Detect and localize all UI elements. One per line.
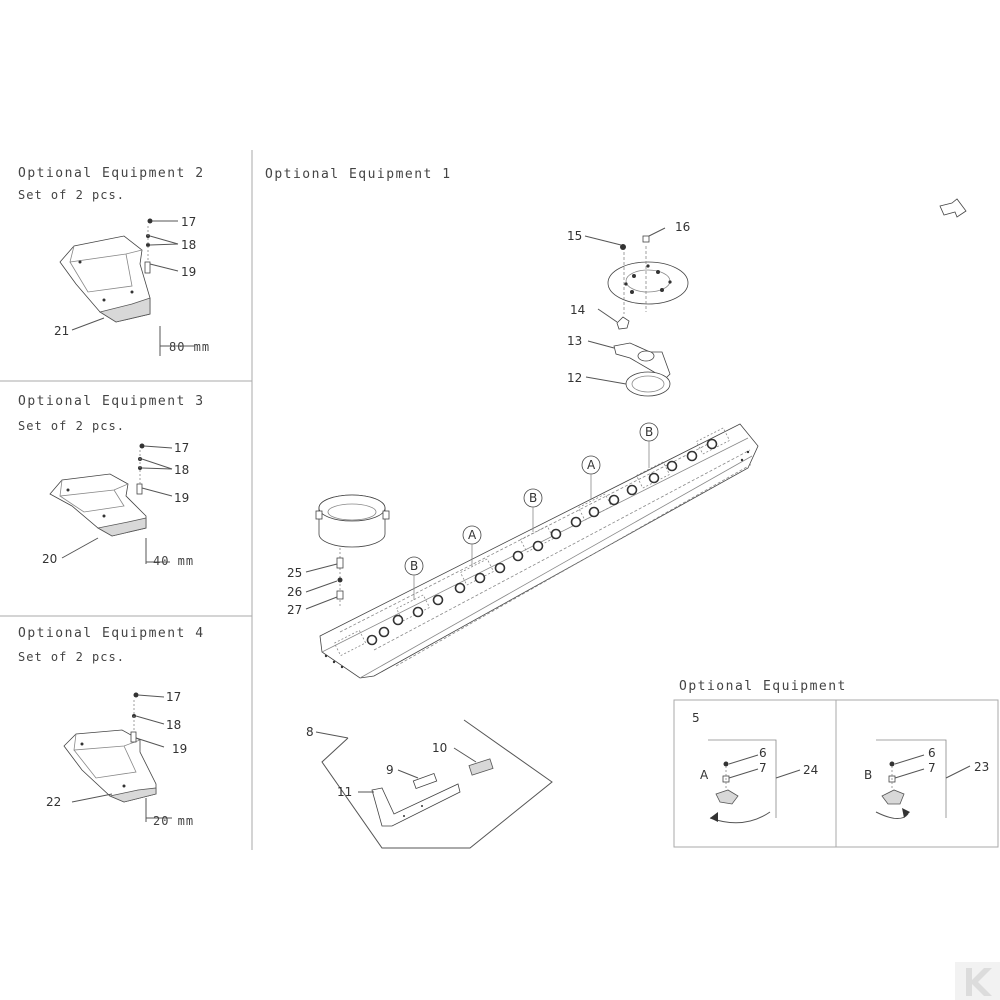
- panel-subtitle: Set of 2 pcs.: [18, 188, 125, 202]
- shoe-80mm: [59, 235, 151, 323]
- marker-a: A: [587, 458, 596, 472]
- callout-23: 23: [974, 760, 989, 774]
- callout-6: 6: [928, 746, 936, 760]
- callout-8: 8: [306, 725, 314, 739]
- fastener-stack: [130, 692, 139, 743]
- callout-9: 9: [386, 763, 394, 777]
- callout-11: 11: [337, 785, 352, 799]
- marker-b: B: [529, 491, 537, 505]
- panel-optional-equipment-2: Optional Equipment 2 Set of 2 pcs. 17 18…: [18, 166, 210, 356]
- panel-number: 5: [692, 711, 700, 725]
- callout-6: 6: [759, 746, 767, 760]
- knife-b-assembly: [875, 739, 971, 819]
- dimension-label: 20 mm: [153, 814, 194, 828]
- callout-22: 22: [46, 795, 61, 809]
- marker-a: A: [468, 528, 477, 542]
- panel-frames: [0, 150, 999, 850]
- marker-b: B: [645, 425, 653, 439]
- callout-24: 24: [803, 763, 818, 777]
- marker-b: B: [864, 768, 872, 782]
- marker-a: A: [700, 768, 709, 782]
- callout-7: 7: [759, 761, 767, 775]
- callout-14: 14: [570, 303, 585, 317]
- dimension-label: 40 mm: [153, 554, 194, 568]
- panel-optional-equipment-1: Optional Equipment 1 15 16: [265, 167, 967, 849]
- drum-leaders: [305, 563, 338, 610]
- callout-17: 17: [181, 215, 196, 229]
- fastener-stack: [136, 443, 145, 495]
- callout-16: 16: [675, 220, 690, 234]
- shoe-40mm: [49, 473, 147, 537]
- leader-lines: [61, 445, 173, 564]
- panel-title: Optional Equipment 4: [18, 626, 205, 641]
- panel-title: Optional Equipment: [679, 679, 847, 694]
- callout-19: 19: [172, 742, 187, 756]
- callout-25: 25: [287, 566, 302, 580]
- direction-arrow-icon: [939, 198, 967, 218]
- tool-kit-leaders: [358, 747, 477, 793]
- panel-title: Optional Equipment 1: [265, 167, 452, 182]
- callout-26: 26: [287, 585, 302, 599]
- callout-27: 27: [287, 603, 302, 617]
- panel-title: Optional Equipment 3: [18, 394, 205, 409]
- marker-b: B: [410, 559, 418, 573]
- callout-7: 7: [928, 761, 936, 775]
- panel-optional-equipment-5: Optional Equipment 5 A 6 7 24: [679, 679, 989, 824]
- panel-title: Optional Equipment 2: [18, 166, 205, 181]
- panel-subtitle: Set of 2 pcs.: [18, 650, 125, 664]
- callout-21: 21: [54, 324, 69, 338]
- tool-kit: [315, 719, 553, 849]
- disc-assembly: [607, 235, 689, 397]
- panel-optional-equipment-4: Optional Equipment 4 Set of 2 pcs. 17 18…: [18, 626, 205, 828]
- callout-19: 19: [174, 491, 189, 505]
- callout-17: 17: [174, 441, 189, 455]
- callout-15: 15: [567, 229, 582, 243]
- cutter-bar: [319, 423, 759, 679]
- callout-19: 19: [181, 265, 196, 279]
- callout-12: 12: [567, 371, 582, 385]
- position-markers: B A B A B: [404, 422, 659, 600]
- leader-lines: [71, 220, 195, 356]
- fastener-stack: [144, 218, 153, 274]
- callout-20: 20: [42, 552, 57, 566]
- leader-lines: [71, 694, 172, 822]
- panel-optional-equipment-3: Optional Equipment 3 Set of 2 pcs. 17 18…: [18, 394, 205, 568]
- brand-logo-icon: [955, 962, 1000, 1000]
- knife-a-assembly: [708, 739, 801, 824]
- callout-18: 18: [181, 238, 196, 252]
- panel-subtitle: Set of 2 pcs.: [18, 419, 125, 433]
- callout-18: 18: [166, 718, 181, 732]
- callout-10: 10: [432, 741, 447, 755]
- callout-18: 18: [174, 463, 189, 477]
- shoe-20mm: [63, 729, 157, 803]
- drum-hood: [315, 494, 390, 606]
- callout-17: 17: [166, 690, 181, 704]
- callout-13: 13: [567, 334, 582, 348]
- disc-leaders: [584, 227, 666, 385]
- dimension-label: 80 mm: [169, 340, 210, 354]
